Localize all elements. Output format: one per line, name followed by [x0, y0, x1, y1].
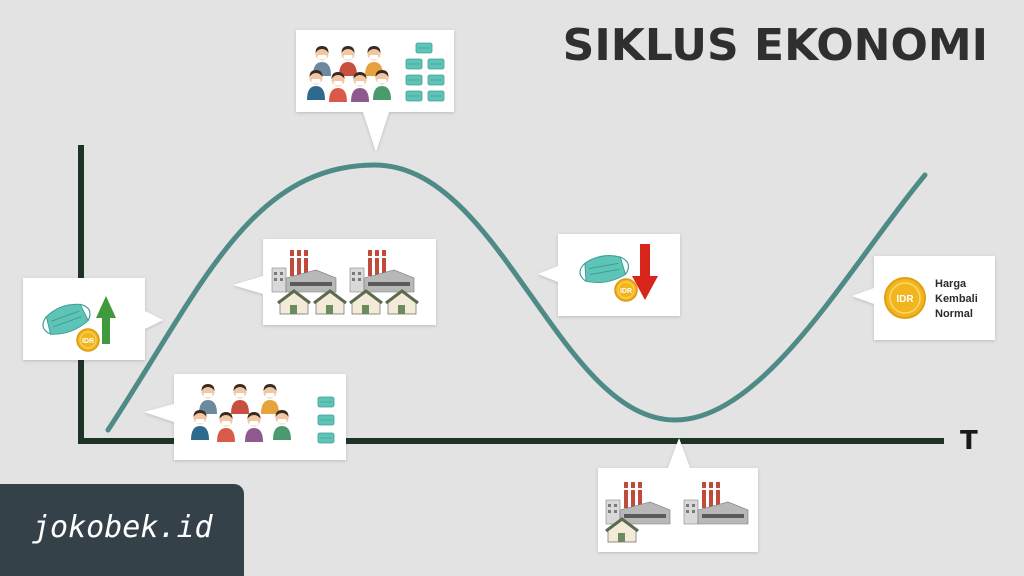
- watermark-banner: jokobek.id: [0, 484, 244, 576]
- normal-price-line3: Normal: [935, 308, 973, 320]
- recovery-coin-label: IDR: [82, 338, 94, 345]
- time-axis-label: T: [960, 426, 978, 456]
- arrow-up-icon: [96, 296, 116, 344]
- recession-coin-label: IDR: [620, 288, 632, 295]
- normal-price-coin-icon: IDR: [884, 277, 926, 319]
- arrow-down-icon: [632, 244, 658, 300]
- normal-price-coin-label: IDR: [896, 294, 914, 305]
- diagram-title: SIKLUS EKONOMI: [562, 20, 988, 71]
- recovery-coin-icon: IDR: [76, 328, 100, 352]
- recession-coin-icon: IDR: [614, 278, 638, 302]
- normal-price-line1: Harga: [935, 278, 967, 290]
- normal-price-line2: Kembali: [935, 293, 978, 305]
- mask-stack-icon: [317, 396, 335, 444]
- watermark-text: jokobek.id: [32, 510, 213, 545]
- economic-cycle-curve: [105, 162, 928, 433]
- callout-recovery: [23, 278, 163, 360]
